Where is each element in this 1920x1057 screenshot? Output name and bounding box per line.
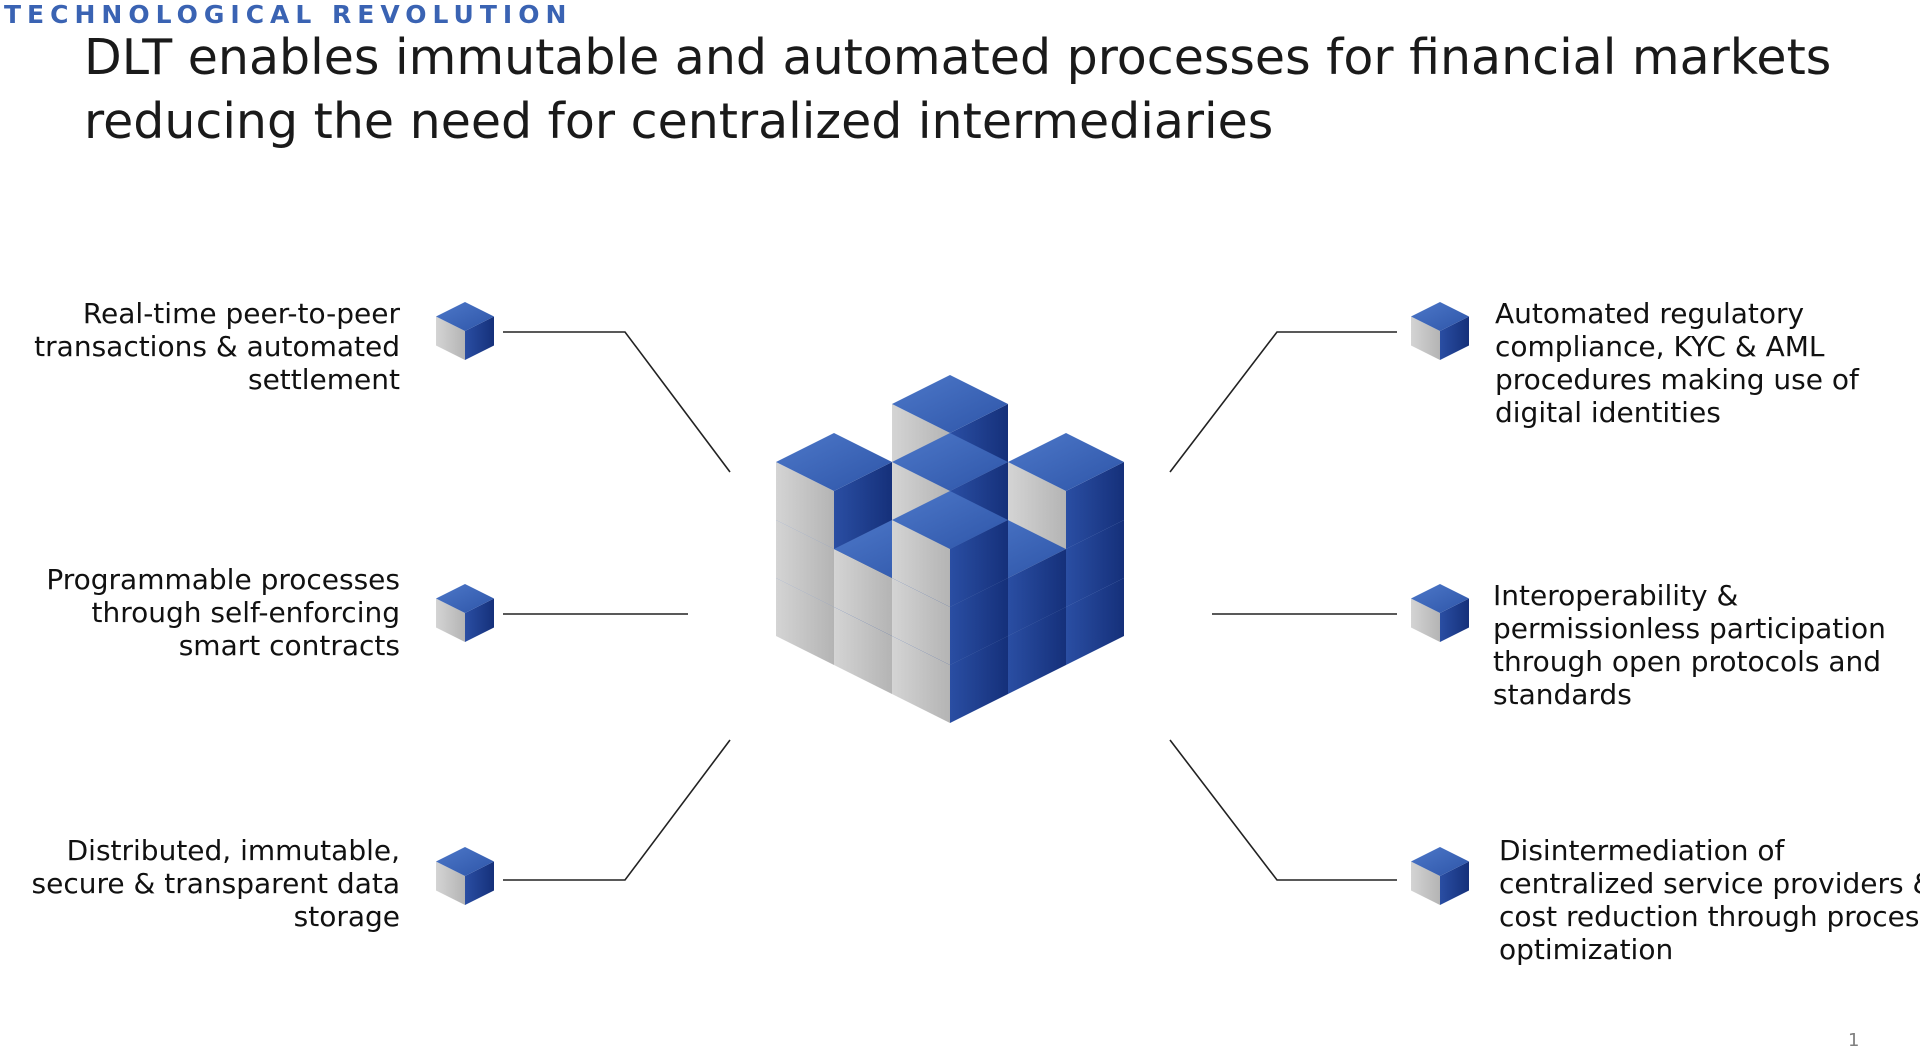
feature-line: through open protocols and <box>1493 645 1882 678</box>
connector-line-6 <box>1169 739 1397 881</box>
cube-marker-icon <box>436 302 494 360</box>
feature-line: Automated regulatory <box>1495 297 1805 330</box>
cube-marker-icon <box>1411 302 1469 360</box>
feature-line: smart contracts <box>178 629 400 662</box>
feature-line: Programmable processes <box>46 563 400 596</box>
feature-line: storage <box>293 900 400 933</box>
feature-smart-contracts: Programmable processes through self-enfo… <box>46 563 400 662</box>
feature-line: procedures making use of <box>1495 363 1859 396</box>
block-cube <box>776 433 892 549</box>
central-block-cube <box>776 375 1124 723</box>
feature-interoperability: Interoperability & permissionless partic… <box>1493 579 1886 711</box>
page-number: 1 <box>1848 1030 1860 1051</box>
title-line-2: reducing the need for centralized interm… <box>84 93 1274 150</box>
feature-line: settlement <box>247 363 400 396</box>
cube-marker-icon <box>1411 584 1469 642</box>
feature-line: transactions & automated <box>34 330 400 363</box>
connector-line-3 <box>503 739 731 881</box>
block-cube <box>1008 433 1124 549</box>
small-cube-markers <box>436 302 1469 905</box>
feature-line: Interoperability & <box>1493 579 1739 612</box>
feature-data-storage: Distributed, immutable, secure & transpa… <box>32 834 400 933</box>
section-label: TECHNOLOGICAL REVOLUTION <box>4 0 573 29</box>
cube-marker-icon <box>436 847 494 905</box>
feature-line: Real-time peer-to-peer <box>82 297 400 330</box>
feature-real-time-settlement: Real-time peer-to-peer transactions & au… <box>34 297 400 396</box>
feature-disintermediation: Disintermediation of centralized service… <box>1499 834 1920 966</box>
feature-line: optimization <box>1499 933 1674 966</box>
connector-line-4 <box>1169 331 1397 473</box>
feature-line: secure & transparent data <box>31 867 400 900</box>
feature-line: Disintermediation of <box>1499 834 1785 867</box>
cube-marker-icon <box>1411 847 1469 905</box>
title-line-1: DLT enables immutable and automated proc… <box>84 29 1832 86</box>
feature-line: Distributed, immutable, <box>66 834 400 867</box>
feature-regulatory-compliance: Automated regulatory compliance, KYC & A… <box>1495 297 1859 429</box>
feature-line: permissionless participation <box>1493 612 1886 645</box>
feature-line: standards <box>1493 678 1632 711</box>
feature-line: centralized service providers & <box>1499 867 1920 900</box>
feature-line: through self-enforcing <box>91 596 401 629</box>
slide-title: DLT enables immutable and automated proc… <box>84 26 1884 154</box>
feature-line: compliance, KYC & AML <box>1495 330 1825 363</box>
block-cube <box>892 491 1008 607</box>
feature-line: cost reduction through process <box>1499 900 1920 933</box>
feature-line: digital identities <box>1495 396 1721 429</box>
cube-marker-icon <box>436 584 494 642</box>
connector-line-1 <box>503 331 731 473</box>
connector-lines <box>503 331 1397 881</box>
